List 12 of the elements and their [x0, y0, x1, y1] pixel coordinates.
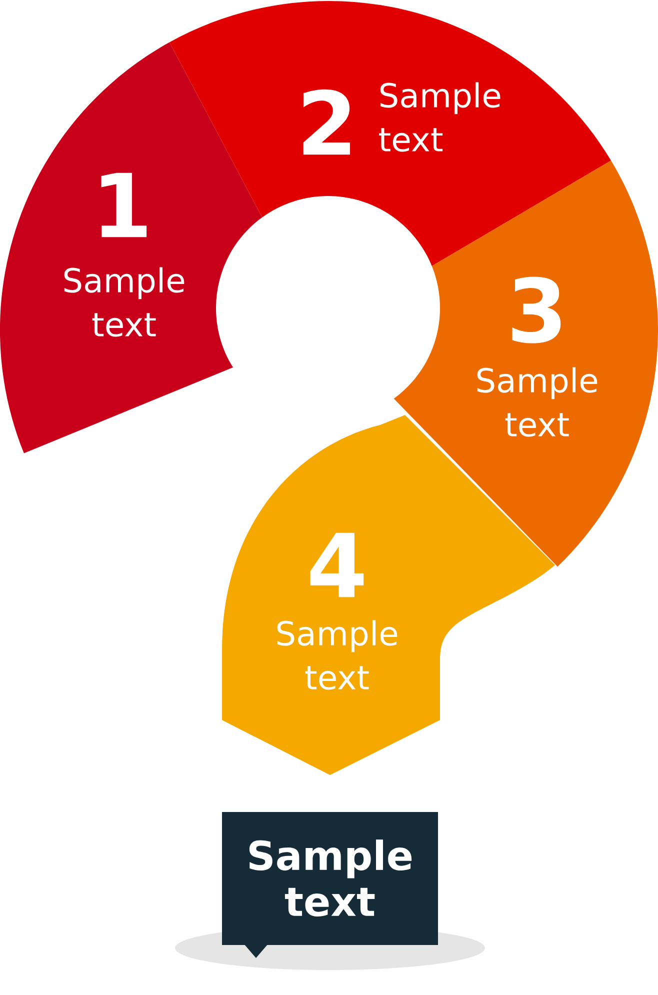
step-number: 3 [512, 276, 561, 344]
step-number: 1 [101, 172, 147, 238]
step-text: Sample text [64, 267, 184, 337]
question-mark-segment [394, 160, 658, 567]
callout-box: Sample text [222, 812, 438, 958]
step-text: Sample text [477, 367, 598, 437]
step-number: 2 [303, 89, 350, 155]
question-mark-segment [170, 0, 612, 266]
step-text: Sample text [379, 82, 500, 152]
step-text: Sample text [277, 620, 398, 690]
step-number: 4 [310, 532, 364, 598]
question-mark-segment [0, 42, 262, 454]
